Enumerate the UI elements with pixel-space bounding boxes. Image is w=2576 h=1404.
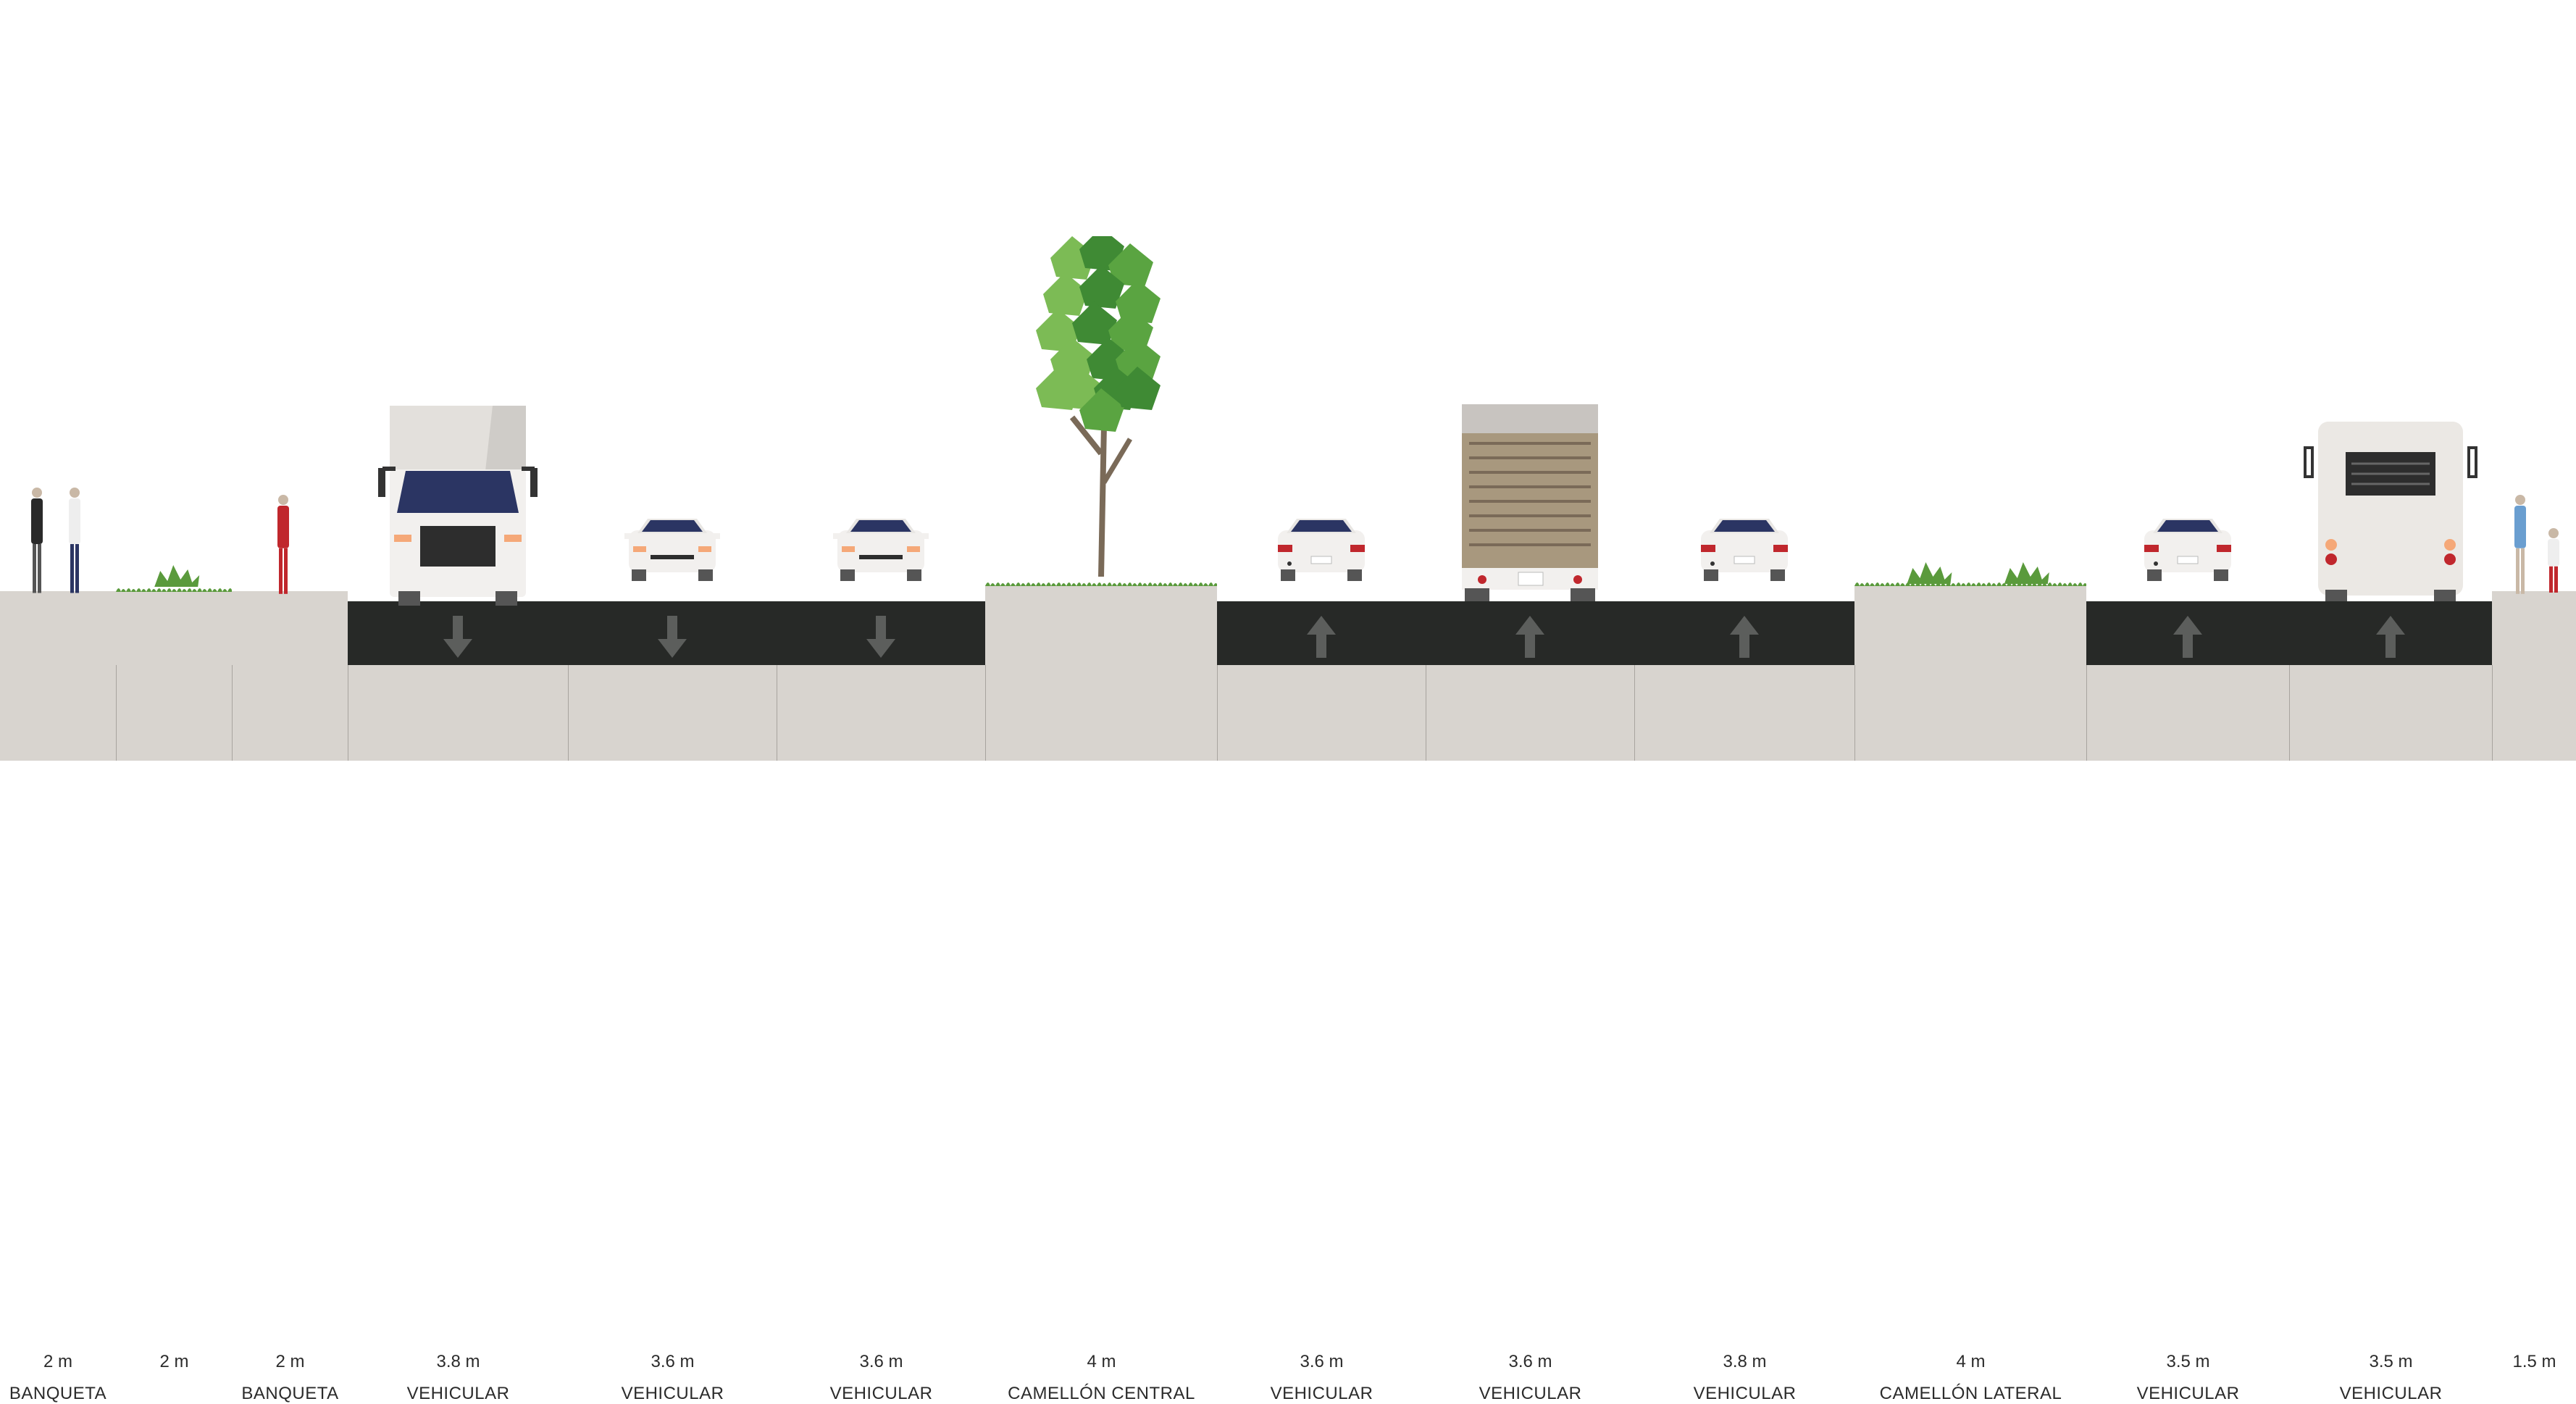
- segment-type-label: VEHICULAR: [406, 1384, 510, 1403]
- segment-label-panel: 4 m CAMELLÓN LATERAL: [1854, 665, 2086, 1403]
- segment-road: 3.6 m VEHICULAR: [1217, 0, 1426, 1403]
- segment-road: 3.8 m VEHICULAR: [348, 0, 568, 1403]
- arrow-up-icon: [1307, 616, 1336, 658]
- arrow-down-icon: [658, 616, 687, 658]
- sidewalk-surface: [0, 591, 116, 665]
- shrub-icon: [116, 565, 232, 590]
- segment-type-label: VEHICULAR: [1479, 1384, 1582, 1403]
- segment-sidewalk: 2 m BANQUETA: [0, 0, 116, 1403]
- segment-label-panel: 3.6 m VEHICULAR: [1426, 665, 1634, 1403]
- sidewalk-surface: [2492, 591, 2576, 665]
- segment-label-panel: 2 m: [116, 665, 232, 1371]
- segment-label-panel: 3.6 m VEHICULAR: [1217, 665, 1426, 1403]
- truck-rear-icon: [1462, 404, 1598, 605]
- segment-type-label: BANQUETA: [241, 1384, 339, 1403]
- segment-width-label: 2 m: [275, 1352, 305, 1371]
- segment-road: 3.6 m VEHICULAR: [568, 0, 777, 1403]
- sidewalk-surface: [116, 591, 232, 665]
- segment-type-label: VEHICULAR: [2339, 1384, 2443, 1403]
- median-surface: [985, 585, 1217, 665]
- car-rear-icon: [1694, 517, 1795, 588]
- pedestrian-icon: [2509, 494, 2531, 599]
- segment-width-label: 4 m: [1956, 1352, 1986, 1371]
- grass-strip: [116, 582, 238, 596]
- segment-type-label: VEHICULAR: [2136, 1384, 2240, 1403]
- segment-sidewalk: 2 m BANQUETA: [232, 0, 348, 1403]
- segment-width-label: 3.5 m: [2166, 1352, 2210, 1371]
- car-front-icon: [830, 517, 932, 588]
- segment-label-panel: 3.5 m VEHICULAR: [2289, 665, 2492, 1403]
- child-pedestrian-icon: [2543, 527, 2564, 596]
- segment-road: 3.5 m VEHICULAR: [2086, 0, 2289, 1403]
- segment-median: 4 m CAMELLÓN LATERAL: [1854, 0, 2088, 1403]
- segment-width-label: 3.6 m: [1508, 1352, 1552, 1371]
- segment-road: 3.5 m VEHICULAR: [2289, 0, 2492, 1403]
- arrow-up-icon: [2376, 616, 2405, 658]
- median-surface: [1854, 585, 2086, 665]
- segment-median: 4 m CAMELLÓN CENTRAL: [985, 0, 1218, 1403]
- segment-width-label: 4 m: [1087, 1352, 1116, 1371]
- segment-label-panel: 4 m CAMELLÓN CENTRAL: [985, 665, 1217, 1403]
- segment-type-label: CAMELLÓN LATERAL: [1879, 1384, 2062, 1403]
- truck-front-icon: [377, 404, 539, 609]
- car-rear-icon: [2137, 517, 2238, 588]
- segment-label-panel: 2 m BANQUETA: [0, 665, 116, 1403]
- segment-type-label: VEHICULAR: [1270, 1384, 1373, 1403]
- segment-planter: 2 m: [116, 0, 238, 1371]
- segment-type-label: VEHICULAR: [829, 1384, 933, 1403]
- segment-width-label: 1.5 m: [2512, 1352, 2556, 1371]
- segment-road: 3.8 m VEHICULAR: [1634, 0, 1854, 1403]
- segment-label-panel: 3.6 m VEHICULAR: [568, 665, 777, 1403]
- arrow-down-icon: [443, 616, 472, 658]
- grass-strip: [985, 577, 1218, 590]
- segment-type-label: BANQUETA: [9, 1384, 107, 1403]
- pedestrian-icon: [64, 487, 85, 599]
- segment-sidewalk: 1.5 m: [2492, 0, 2576, 1371]
- segment-width-label: 3.8 m: [1723, 1352, 1767, 1371]
- pedestrian-icon: [26, 487, 48, 599]
- car-rear-icon: [1271, 517, 1372, 588]
- sidewalk-surface: [232, 591, 348, 665]
- segment-label-panel: 3.6 m VEHICULAR: [777, 665, 985, 1403]
- bus-rear-icon: [2304, 422, 2477, 605]
- segment-width-label: 3.6 m: [651, 1352, 695, 1371]
- segment-label-panel: 3.8 m VEHICULAR: [1634, 665, 1854, 1403]
- arrow-down-icon: [866, 616, 895, 658]
- segment-width-label: 2 m: [159, 1352, 189, 1371]
- segment-road: 3.6 m VEHICULAR: [777, 0, 985, 1403]
- segment-width-label: 3.5 m: [2369, 1352, 2413, 1371]
- segment-type-label: VEHICULAR: [621, 1384, 724, 1403]
- pedestrian-icon: [272, 494, 294, 599]
- segment-width-label: 3.6 m: [1300, 1352, 1344, 1371]
- segment-type-label: VEHICULAR: [1693, 1384, 1797, 1403]
- segment-label-panel: 3.8 m VEHICULAR: [348, 665, 568, 1403]
- shrub-icon: [1854, 562, 2086, 588]
- car-front-icon: [622, 517, 723, 588]
- segment-label-panel: 2 m BANQUETA: [232, 665, 348, 1403]
- arrow-up-icon: [1515, 616, 1544, 658]
- segment-width-label: 3.8 m: [436, 1352, 480, 1371]
- segment-type-label: CAMELLÓN CENTRAL: [1008, 1384, 1195, 1403]
- tree-icon: [1029, 227, 1174, 588]
- segment-width-label: 2 m: [43, 1352, 72, 1371]
- segment-label-panel: 3.5 m VEHICULAR: [2086, 665, 2289, 1403]
- segment-label-panel: 1.5 m: [2492, 665, 2576, 1371]
- segment-width-label: 3.6 m: [859, 1352, 903, 1371]
- segment-road: 3.6 m VEHICULAR: [1426, 0, 1634, 1403]
- arrow-up-icon: [2173, 616, 2202, 658]
- arrow-up-icon: [1730, 616, 1759, 658]
